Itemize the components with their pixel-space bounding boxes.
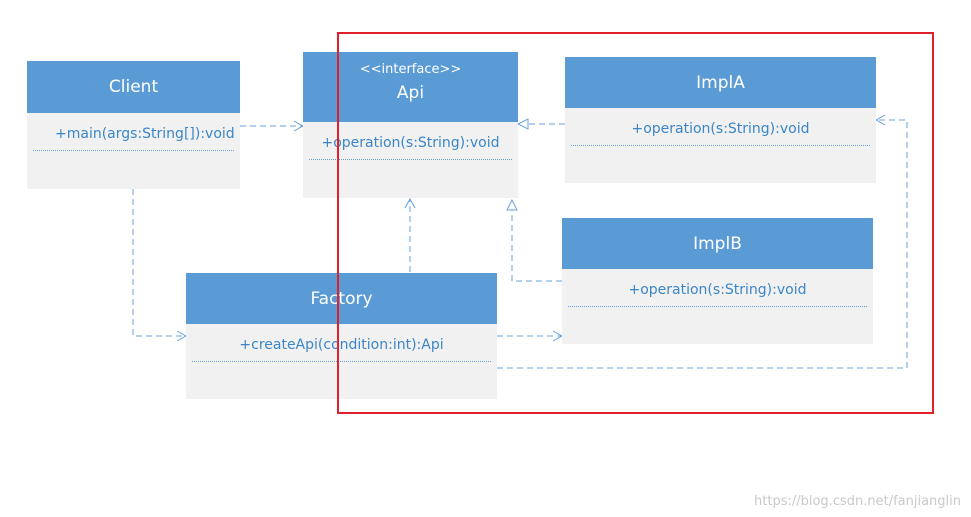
interface-api-stereotype: <<interface>> [359, 61, 462, 77]
factory-impla-dependency [497, 119, 908, 369]
watermark: https://blog.csdn.net/fanjianglin [754, 494, 961, 509]
interface-api[interactable]: <<interface>> Api +operation(s:String):v… [303, 52, 518, 198]
triangle-implb-api [506, 198, 518, 211]
class-impla[interactable]: ImplA +operation(s:String):void [565, 57, 876, 183]
class-implb-operation: +operation(s:String):void [568, 281, 867, 307]
class-factory[interactable]: Factory +createApi(condition:int):Api [186, 273, 497, 399]
class-factory-name: Factory [310, 288, 373, 309]
class-factory-operation: +createApi(condition:int):Api [192, 336, 491, 362]
class-client[interactable]: Client +main(args:String[]):void [27, 61, 240, 189]
interface-api-operation: +operation(s:String):void [309, 134, 512, 160]
interface-api-header: <<interface>> Api [303, 52, 518, 122]
class-factory-header: Factory [186, 273, 497, 324]
triangle-impla-api [516, 118, 529, 130]
class-impla-name: ImplA [696, 72, 745, 93]
interface-api-name: Api [396, 82, 425, 103]
implb-api-realization [511, 210, 562, 282]
class-client-operation: +main(args:String[]):void [33, 125, 235, 151]
class-impla-operation: +operation(s:String):void [571, 120, 870, 146]
class-implb-name: ImplB [693, 233, 742, 254]
arrowhead-factory-api [404, 197, 416, 209]
class-implb-header: ImplB [562, 218, 873, 269]
class-impla-header: ImplA [565, 57, 876, 108]
class-client-header: Client [27, 61, 240, 113]
client-factory-dependency [132, 189, 186, 337]
arrowhead-factory-impla [874, 114, 886, 126]
class-implb[interactable]: ImplB +operation(s:String):void [562, 218, 873, 344]
class-client-name: Client [108, 77, 159, 97]
